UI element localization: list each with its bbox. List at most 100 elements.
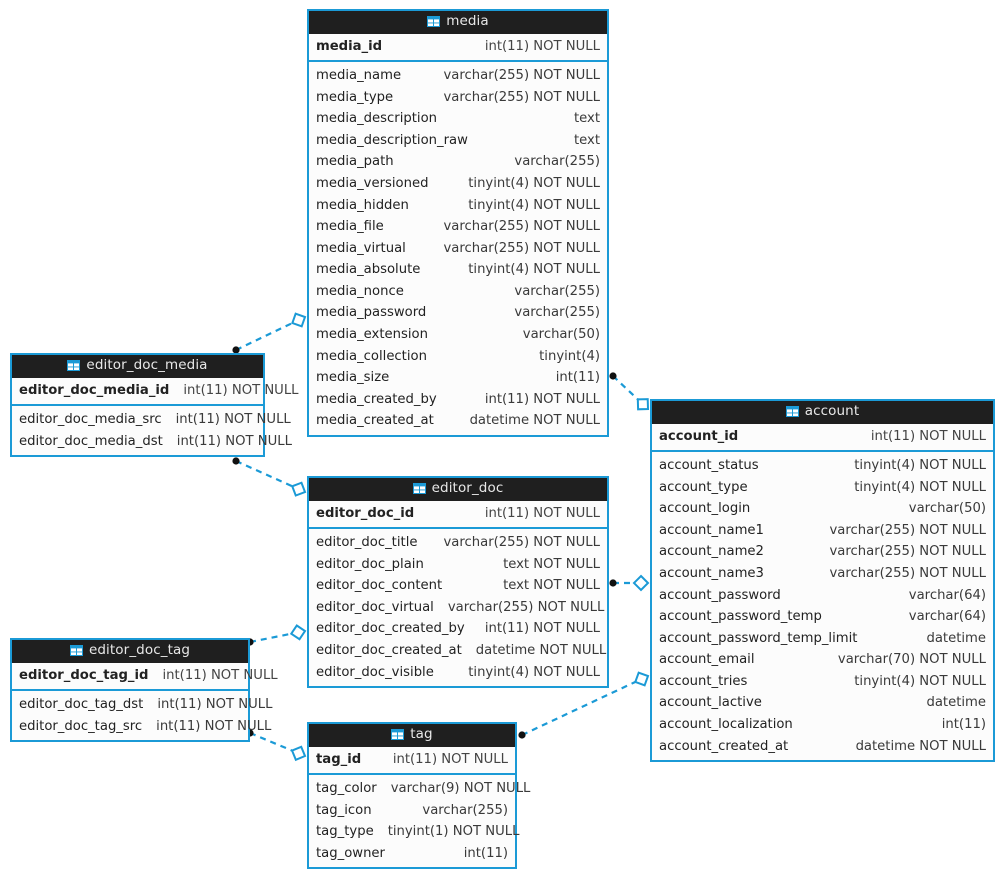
column-name: account_type bbox=[659, 479, 748, 495]
column-name: media_description_raw bbox=[316, 132, 468, 148]
primary-key-row[interactable]: account_id int(11) NOT NULL bbox=[652, 424, 993, 451]
column-name: editor_doc_tag_src bbox=[19, 718, 143, 734]
table-icon bbox=[412, 483, 426, 495]
column-type: datetime bbox=[926, 695, 986, 711]
relationship-rel-media-account[interactable] bbox=[609, 372, 650, 411]
column-type: tinyint(4) NOT NULL bbox=[468, 175, 600, 191]
relationship-line bbox=[249, 731, 299, 755]
column-name: account_id bbox=[659, 428, 739, 444]
column-row[interactable]: editor_doc_tag_src int(11) NOT NULL bbox=[12, 716, 271, 741]
column-name: editor_doc_created_at bbox=[316, 642, 462, 658]
relationship-rel-edm-editordoc[interactable] bbox=[232, 457, 307, 497]
entity-header-editor_doc[interactable]: editor_doc bbox=[309, 478, 607, 501]
column-type: int(11) NOT NULL bbox=[183, 382, 299, 398]
column-name: editor_doc_content bbox=[316, 578, 443, 594]
column-row[interactable]: editor_doc_created_by int(11) NOT NULL bbox=[309, 618, 607, 640]
column-name: media_collection bbox=[316, 348, 427, 364]
entity-header-account[interactable]: account bbox=[652, 401, 993, 424]
column-name: media_created_by bbox=[316, 391, 437, 407]
column-type: int(11) NOT NULL bbox=[484, 621, 600, 637]
column-name: media_id bbox=[316, 38, 383, 54]
entity-header-editor_doc_tag[interactable]: editor_doc_tag bbox=[12, 640, 248, 663]
column-type: varchar(9) NOT NULL bbox=[390, 781, 531, 797]
relationship-source-dot bbox=[609, 372, 617, 380]
column-type: datetime NOT NULL bbox=[475, 642, 607, 658]
entity-header-media[interactable]: media bbox=[309, 11, 607, 34]
relationship-target-diamond bbox=[290, 745, 307, 762]
entity-header-tag[interactable]: tag bbox=[309, 724, 515, 747]
relationship-line bbox=[612, 375, 644, 405]
relationship-rel-edt-editordoc[interactable] bbox=[246, 624, 307, 646]
column-name: editor_doc_created_by bbox=[316, 621, 465, 637]
column-name: editor_doc_plain bbox=[316, 556, 424, 572]
column-type: int(11) NOT NULL bbox=[870, 428, 986, 444]
relationship-rel-editordoc-account[interactable] bbox=[609, 574, 650, 592]
column-name: editor_doc_tag_dst bbox=[19, 697, 144, 713]
entity-header-editor_doc_media[interactable]: editor_doc_media bbox=[12, 355, 263, 378]
column-row[interactable]: editor_doc_created_at datetime NOT NULL bbox=[309, 640, 607, 662]
column-type: datetime NOT NULL bbox=[855, 738, 986, 754]
column-type: int(11) NOT NULL bbox=[484, 505, 600, 521]
column-type: int(11) NOT NULL bbox=[156, 718, 272, 734]
relationship-line bbox=[235, 319, 300, 351]
column-name: editor_doc_visible bbox=[316, 664, 434, 680]
column-type: int(11) NOT NULL bbox=[162, 667, 278, 683]
relationship-rel-edm-media[interactable] bbox=[232, 312, 307, 354]
